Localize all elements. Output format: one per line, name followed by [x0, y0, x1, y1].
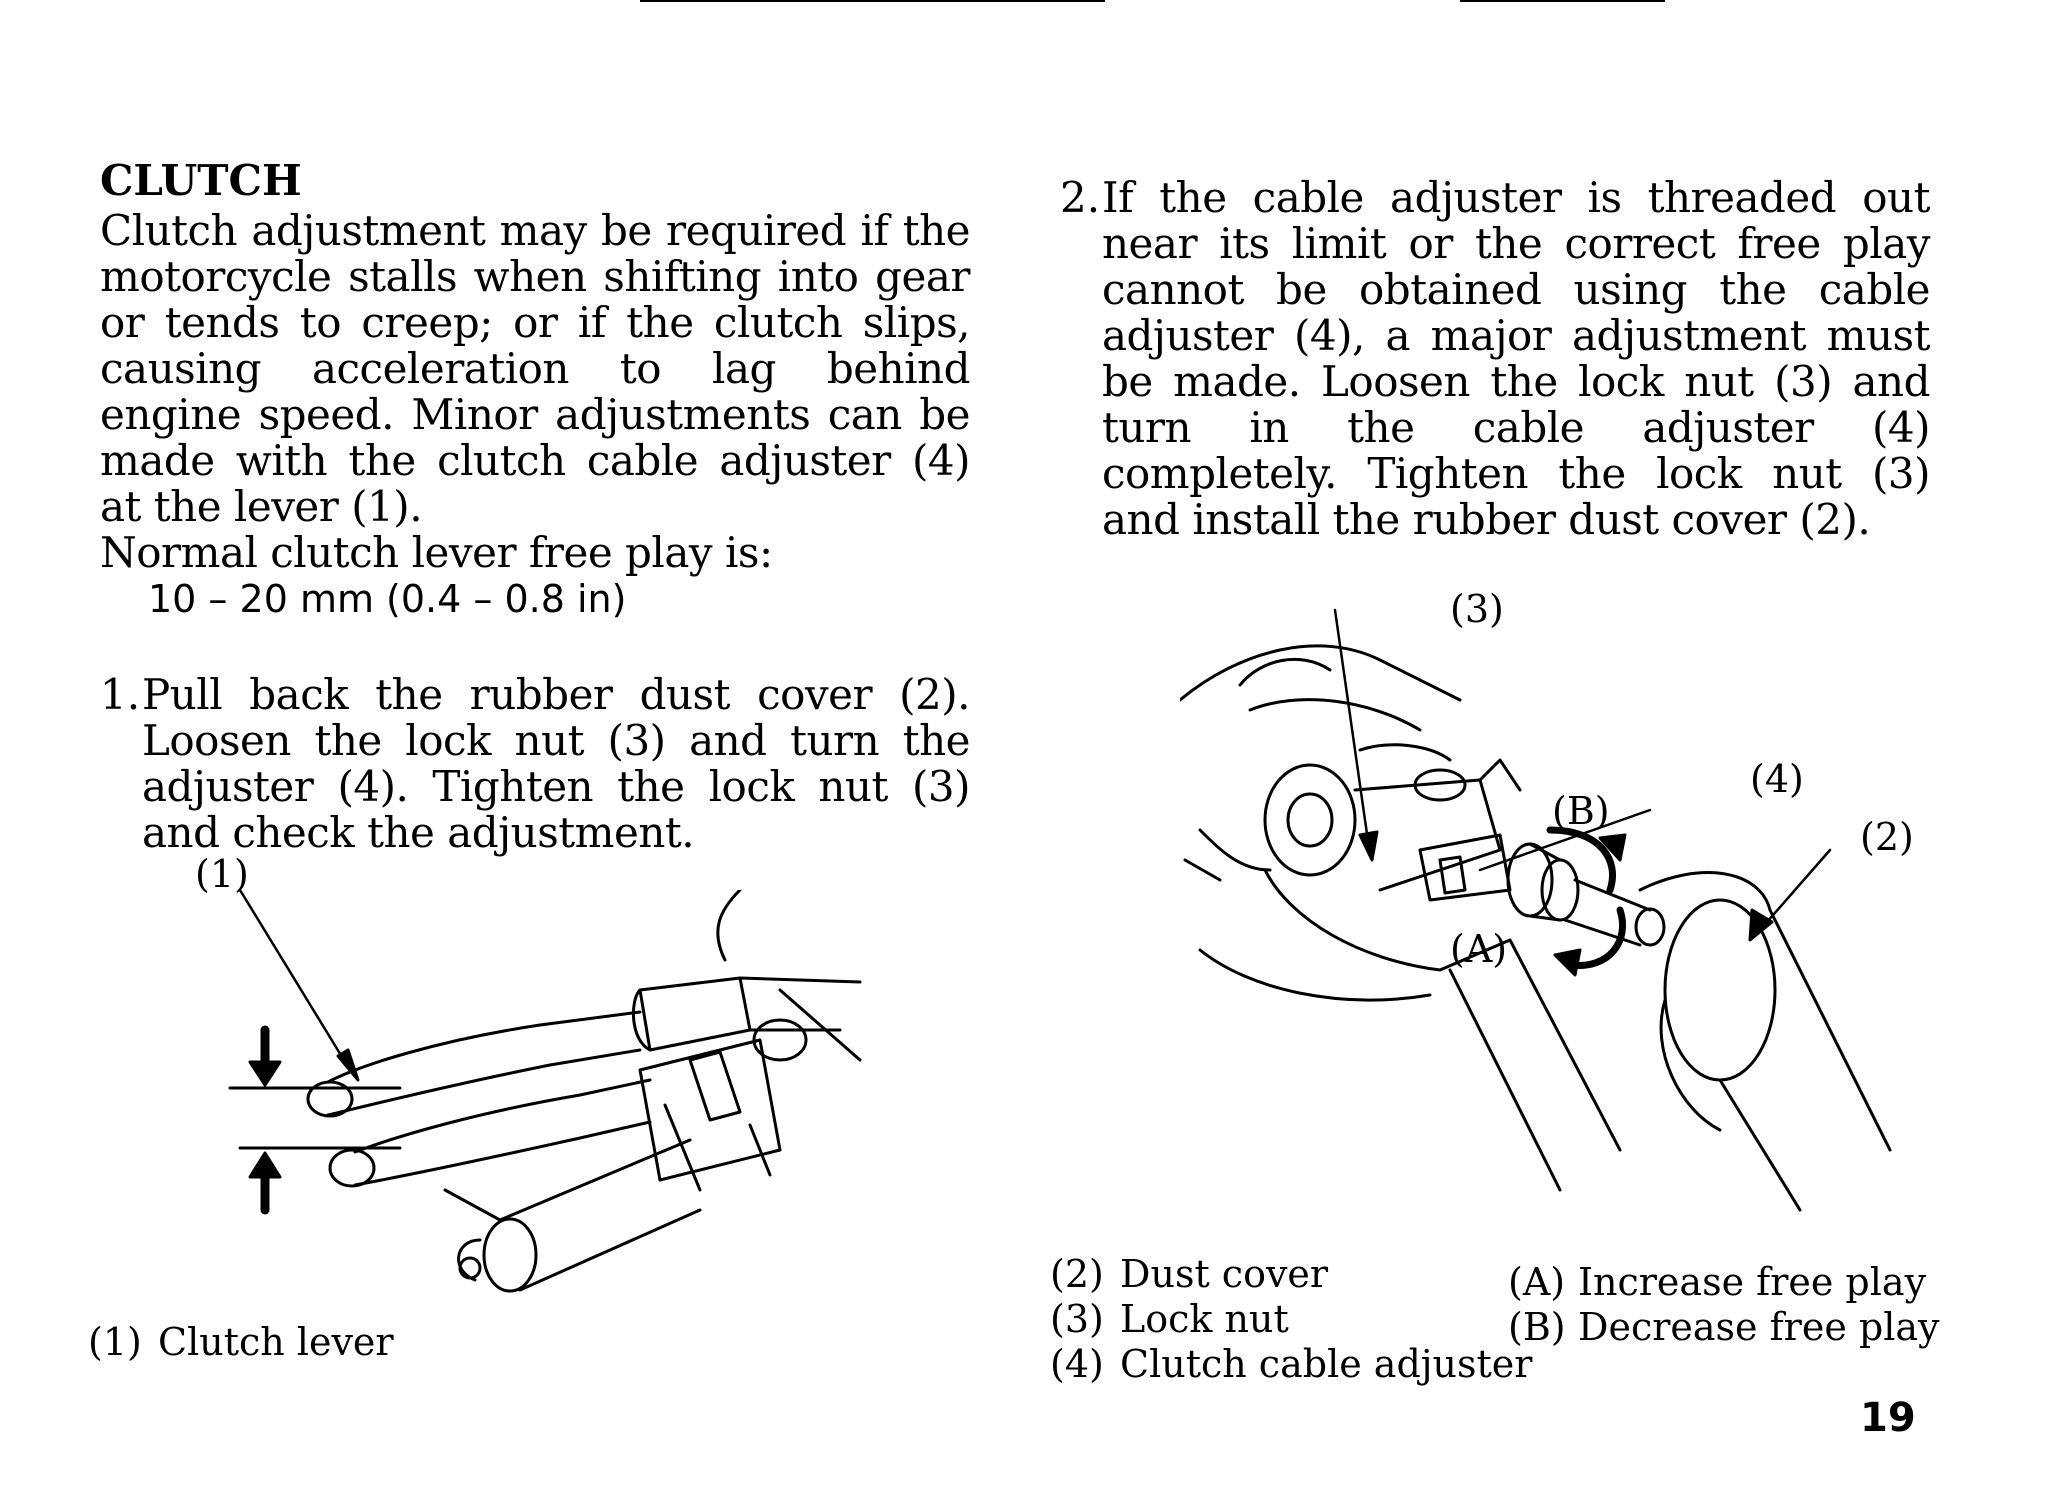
step-text: Pull back the rubber dust cover (2). Loo…: [142, 670, 971, 857]
step-1: 1. Pull back the rubber dust cover (2). …: [100, 670, 971, 857]
legend-key: (3): [1050, 1297, 1104, 1341]
legend-key: (1): [88, 1320, 142, 1364]
legend-key: (A): [1508, 1260, 1566, 1304]
legend-label: Dust cover: [1120, 1252, 1329, 1296]
legend-label: Clutch cable adjuster: [1120, 1342, 1533, 1386]
free-play-label: Normal clutch lever free play is:: [100, 528, 773, 577]
step-2: 2. If the cable adjuster is threaded out…: [1060, 173, 1931, 544]
legend-label: Lock nut: [1120, 1297, 1289, 1341]
callout-a: (A): [1450, 927, 1508, 971]
legend-item: (B) Decrease free play: [1508, 1305, 1940, 1350]
clutch-lever-figure: (1): [195, 855, 900, 1320]
legend-key: (B): [1508, 1305, 1566, 1349]
legend-item: (3) Lock nut: [1050, 1297, 1532, 1342]
right-figure-legend-parts: (2) Dust cover (3) Lock nut (4) Clutch c…: [1050, 1252, 1532, 1387]
legend-key: (4): [1050, 1342, 1104, 1386]
callout-2: (2): [1860, 815, 1914, 859]
callout-4: (4): [1750, 757, 1804, 801]
legend-item: (1) Clutch lever: [88, 1320, 394, 1365]
cable-adjuster-figure: (3) (4) (2) (B) (A): [1180, 590, 1940, 1230]
left-figure-legend: (1) Clutch lever: [88, 1320, 394, 1365]
step-text: If the cable adjuster is threaded out ne…: [1102, 173, 1931, 544]
legend-item: (4) Clutch cable adjuster: [1050, 1342, 1532, 1387]
page-number: 19: [1860, 1395, 1916, 1441]
legend-item: (A) Increase free play: [1508, 1260, 1940, 1305]
right-column: 2. If the cable adjuster is threaded out…: [1060, 173, 1931, 544]
header-rule: [1460, 0, 1665, 2]
legend-label: Increase free play: [1578, 1260, 1927, 1304]
callout-3: (3): [1450, 587, 1504, 631]
right-figure-legend-directions: (A) Increase free play (B) Decrease free…: [1508, 1260, 1940, 1350]
step-number: 1.: [100, 670, 141, 719]
step-number: 2.: [1060, 173, 1101, 222]
free-play-value: 10 – 20 mm (0.4 – 0.8 in): [148, 577, 627, 621]
callout-b: (B): [1552, 789, 1610, 833]
header-rule: [640, 0, 1105, 2]
left-column: CLUTCH Clutch adjustment may be required…: [100, 156, 971, 857]
legend-item: (2) Dust cover: [1050, 1252, 1532, 1297]
callout-1: (1): [195, 852, 249, 896]
intro-paragraph: Clutch adjustment may be required if the…: [100, 206, 971, 531]
section-heading: CLUTCH: [100, 156, 302, 205]
legend-label: Decrease free play: [1578, 1305, 1940, 1349]
legend-label: Clutch lever: [158, 1320, 394, 1364]
cable-adjuster-illustration: [1180, 608, 1892, 1212]
clutch-lever-illustration: [228, 890, 862, 1293]
legend-key: (2): [1050, 1252, 1104, 1296]
